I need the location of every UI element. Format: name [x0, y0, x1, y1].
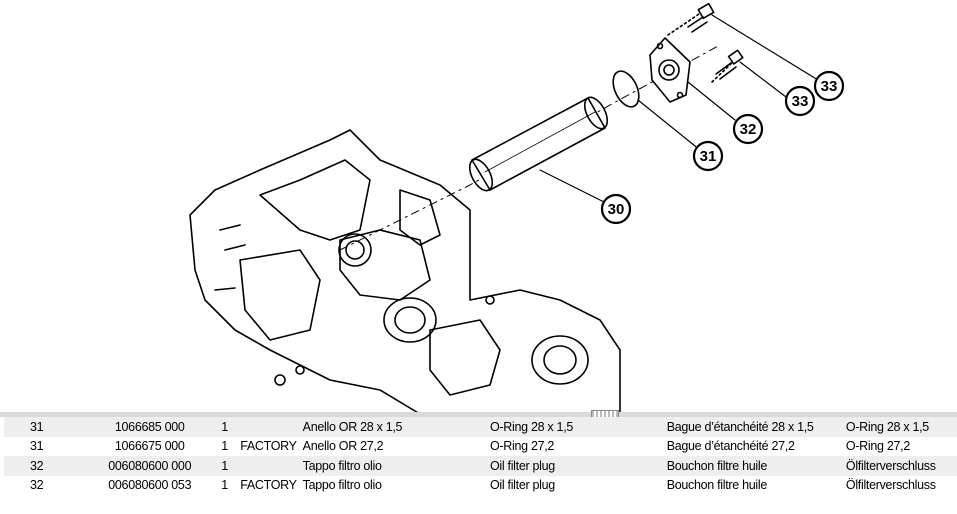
callout-31: 31: [692, 140, 724, 172]
ref-cell: 31: [4, 436, 82, 456]
description-english-cell: O-Ring 27,2: [486, 436, 664, 456]
callout-33-lower: 33: [784, 85, 816, 117]
description-french-cell: Bague d’étanchéité 28 x 1,5: [663, 417, 843, 437]
callout-32: 32: [732, 113, 764, 145]
o-ring-drawing: [612, 70, 640, 108]
description-italian-cell: Tappo filtro olio: [299, 456, 487, 476]
part-number-cell: 006080600 053: [81, 475, 219, 495]
description-english-cell: O-Ring 28 x 1,5: [486, 417, 664, 437]
bolts-drawing: [667, 2, 744, 83]
callout-30: 30: [600, 193, 632, 225]
callout-30-label: 30: [608, 201, 625, 218]
description-german-cell: O-Ring 27,2: [842, 436, 957, 456]
description-french-cell: Bouchon filtre huile: [663, 456, 843, 476]
quantity-cell: 1: [218, 456, 241, 476]
quantity-cell: 1: [218, 436, 241, 456]
table-row[interactable]: 31 1066685 000 1 Anello OR 28 x 1,5 O-Ri…: [4, 417, 957, 437]
callout-32-label: 32: [740, 121, 757, 138]
description-german-cell: Ölfilterverschluss: [842, 456, 957, 476]
description-english-cell: Oil filter plug: [486, 475, 664, 495]
note-cell: [240, 456, 300, 476]
quantity-cell: 1: [218, 417, 241, 437]
description-italian-cell: Anello OR 27,2: [299, 436, 487, 456]
table-row[interactable]: 32 006080600 053 1 FACTORY Tappo filtro …: [4, 475, 957, 495]
callout-33-upper: 33: [813, 70, 845, 102]
quantity-cell: 1: [218, 475, 241, 495]
table-row[interactable]: 32 006080600 000 1 Tappo filtro olio Oil…: [4, 456, 957, 476]
oil-filter-drawing: [468, 96, 609, 192]
part-number-cell: 1066685 000: [81, 417, 219, 437]
note-cell: FACTORY: [240, 475, 300, 495]
crankcase-drawing: [189, 129, 621, 414]
description-german-cell: O-Ring 28 x 1,5: [842, 417, 957, 437]
filter-plug-drawing: [649, 37, 691, 103]
split-divider[interactable]: [0, 412, 957, 417]
callout-33-upper-label: 33: [821, 78, 838, 95]
part-number-cell: 1066675 000: [81, 436, 219, 456]
note-cell: [240, 417, 300, 437]
ref-cell: 32: [4, 456, 82, 476]
description-italian-cell: Tappo filtro olio: [299, 475, 487, 495]
parts-table: 31 1066685 000 1 Anello OR 28 x 1,5 O-Ri…: [4, 417, 957, 495]
description-english-cell: Oil filter plug: [486, 456, 664, 476]
exploded-parts-diagram: 30 31 32 33 33: [189, 2, 845, 414]
description-italian-cell: Anello OR 28 x 1,5: [299, 417, 487, 437]
ref-cell: 31: [4, 417, 82, 437]
note-cell: FACTORY: [240, 436, 300, 456]
callout-33-lower-label: 33: [792, 93, 809, 110]
description-french-cell: Bague d’étanchéité 27,2: [663, 436, 843, 456]
table-row[interactable]: 31 1066675 000 1 FACTORY Anello OR 27,2 …: [4, 436, 957, 456]
description-french-cell: Bouchon filtre huile: [663, 475, 843, 495]
description-german-cell: Ölfilterverschluss: [842, 475, 957, 495]
callout-31-label: 31: [700, 148, 717, 165]
part-number-cell: 006080600 000: [81, 456, 219, 476]
ref-cell: 32: [4, 475, 82, 495]
